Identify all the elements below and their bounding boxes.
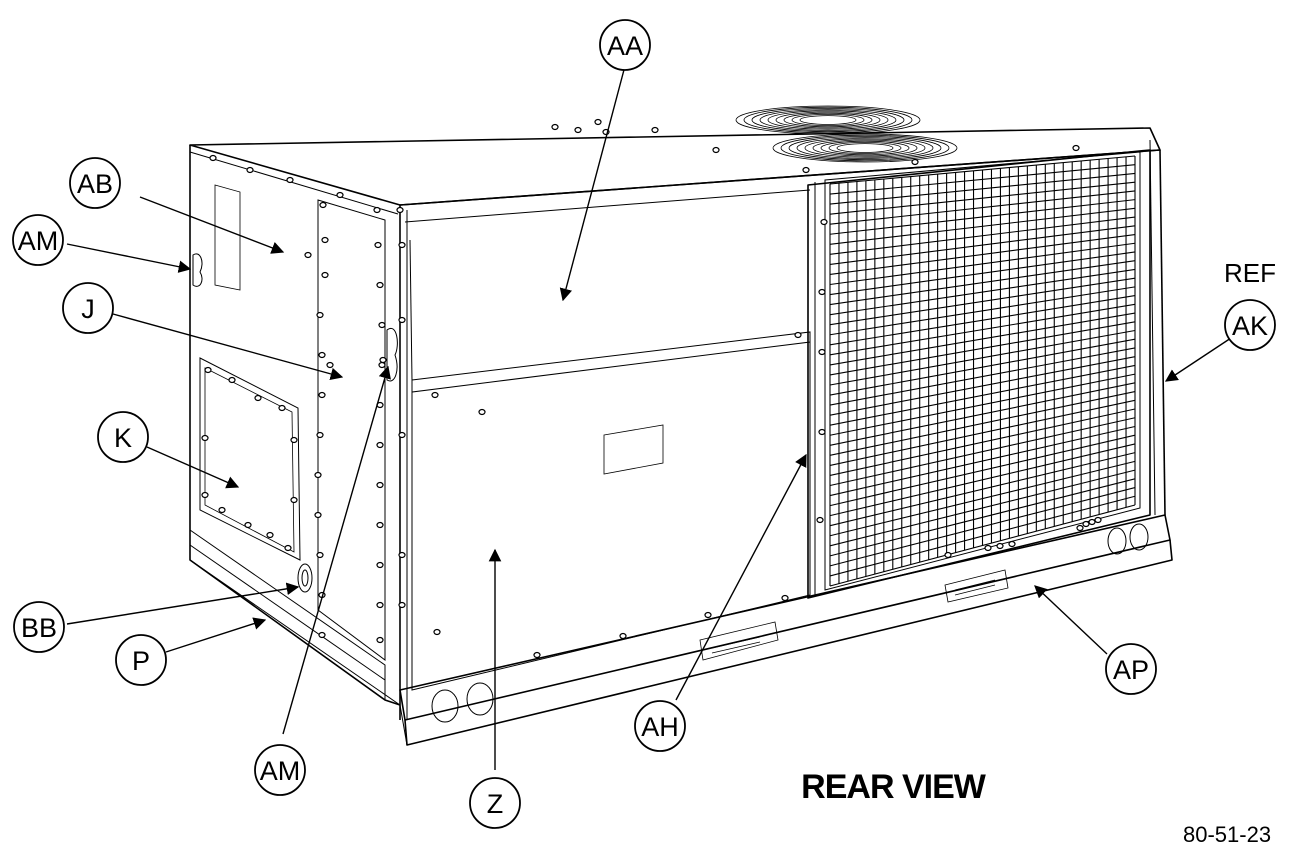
callout-ap: AP (1105, 643, 1157, 695)
callout-ah: AH (634, 700, 686, 752)
view-title: REAR VIEW (801, 768, 987, 806)
callout-ab: AB (69, 157, 121, 209)
unit-body (189, 127, 1173, 746)
callout-label-ak: AK (1232, 311, 1268, 341)
coil-grille (829, 155, 1136, 587)
callout-label-ap: AP (1113, 655, 1149, 685)
callout-label-bb: BB (21, 613, 57, 643)
callout-am-lower: AM (254, 744, 306, 796)
callout-label-z: Z (487, 789, 504, 819)
leader-lines (66, 65, 1232, 770)
callout-label-k: K (114, 423, 132, 453)
callout-label-ah: AH (641, 712, 679, 742)
callout-k: K (97, 411, 149, 463)
callout-label-aa: AA (607, 31, 643, 61)
condenser-fans (735, 105, 958, 163)
callout-label-ab: AB (77, 169, 113, 199)
callout-label-p: P (132, 646, 150, 676)
callout-bb: BB (13, 601, 65, 653)
callout-label-j: J (81, 294, 95, 324)
callout-am-upper: AM (12, 214, 64, 266)
callout-ak: AK (1224, 299, 1276, 351)
ref-label: REF (1224, 258, 1276, 288)
callout-j: J (62, 282, 114, 334)
callout-aa: AA (599, 19, 651, 71)
callout-p: P (115, 634, 167, 686)
callout-z: Z (469, 777, 521, 829)
callout-label-am-upper: AM (18, 226, 59, 256)
figure-code: 80-51-23 (1183, 822, 1271, 842)
callout-label-am-lower: AM (260, 756, 301, 786)
